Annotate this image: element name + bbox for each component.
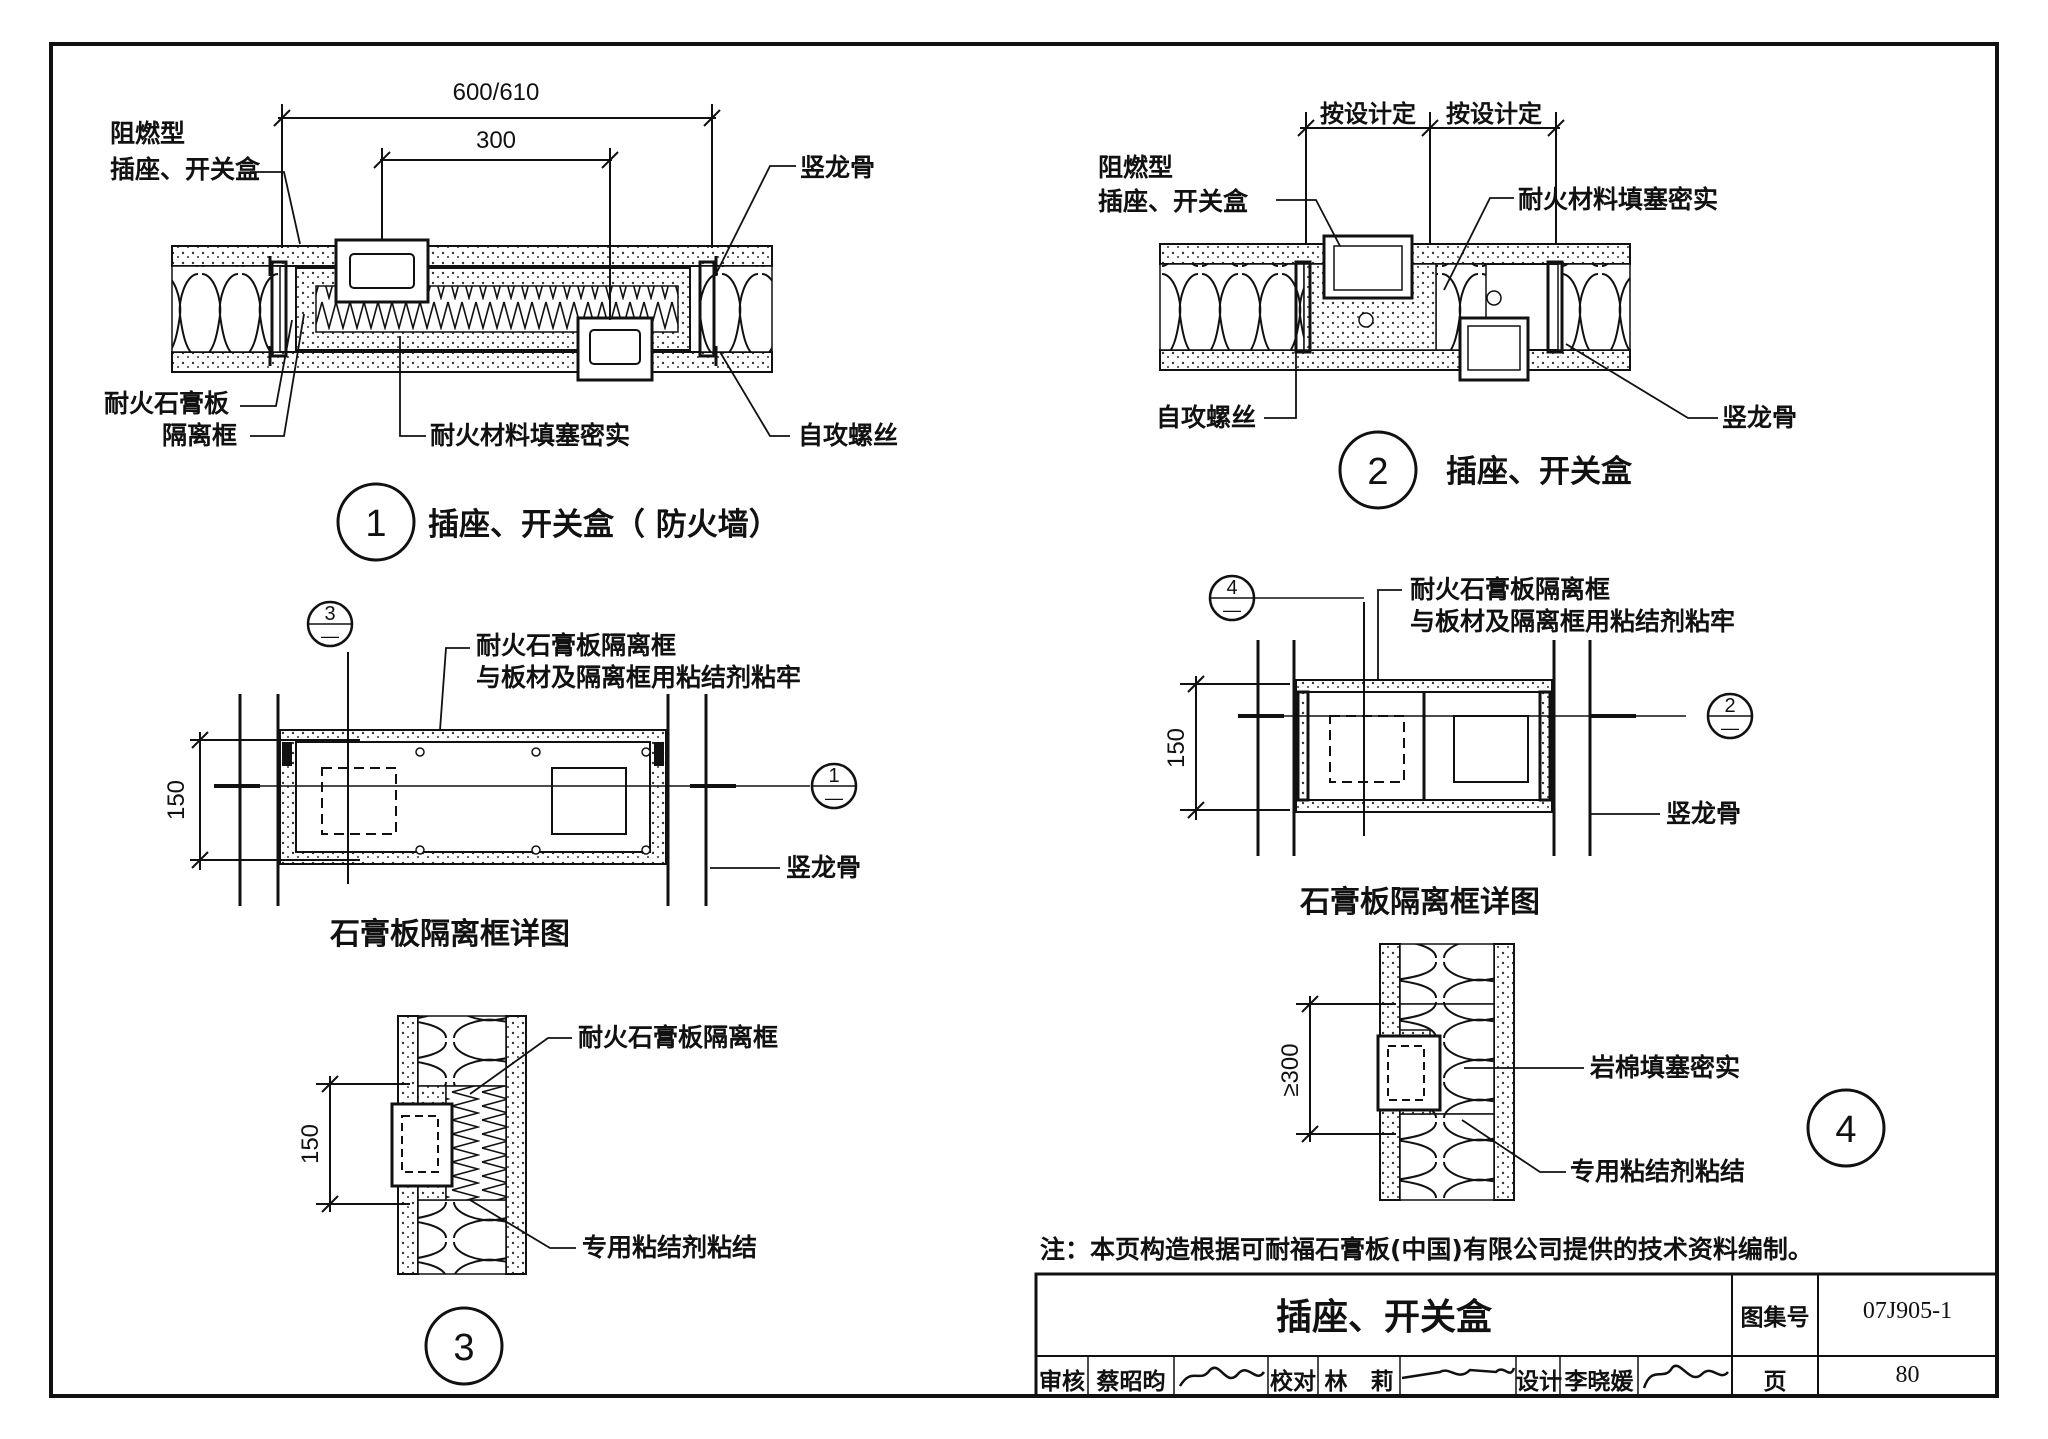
detail-number-1: 1 <box>365 503 386 545</box>
detail-3: 150 耐火石膏板隔离框 专用粘结剂粘结 3 <box>297 1015 778 1386</box>
detail-number-4-circle <box>1806 1088 1886 1168</box>
label-board-1: 耐火石膏板 <box>104 389 229 418</box>
check-label: 校对 <box>1270 1369 1316 1395</box>
detail-number-2-circle <box>1338 430 1418 510</box>
detail-4-label-fill: 岩棉填塞密实 <box>1589 1053 1740 1082</box>
title-block <box>1034 1272 1999 1398</box>
frame-right-label-b: 与板材及隔离框用粘结剂粘牢 <box>1410 607 1735 636</box>
clip-r-left <box>1296 690 1310 802</box>
box-hidden-left <box>321 767 397 835</box>
label-screw-2: 自攻螺丝 <box>1156 403 1256 432</box>
page-number: 80 <box>1895 1362 1920 1388</box>
section-ref-4-sub: — <box>1223 600 1241 620</box>
sheet-border <box>49 42 1999 1398</box>
page-label: 页 <box>1763 1369 1787 1395</box>
label-screw-1: 自攻螺丝 <box>798 421 898 450</box>
label-stud-1: 竖龙骨 <box>800 153 875 182</box>
dim-600: 600/610 <box>453 79 540 106</box>
dim-2-right: 按设计定 <box>1446 100 1542 128</box>
stud-left <box>270 260 288 358</box>
frame-detail-left: 150 3 — 1 — 耐火石膏板隔离框 与板材及隔离框用粘结剂粘牢 竖龙骨 石… <box>163 600 861 952</box>
frame-left-stud: 竖龙骨 <box>786 853 861 882</box>
elev-ref-1: 1 <box>828 765 839 787</box>
elev-ref-2-sub: — <box>1721 718 1739 738</box>
elev-ref-1-sub: — <box>825 788 843 808</box>
detail-3-label-frame: 耐火石膏板隔离框 <box>578 1023 778 1052</box>
detail-number-2: 2 <box>1367 451 1388 493</box>
stud-right <box>698 260 716 358</box>
detail-title-2: 插座、开关盒 <box>1446 454 1633 490</box>
frame-right-dim: 150 <box>1163 728 1190 768</box>
frame-left-dim: 150 <box>163 780 190 820</box>
frame-right-label-a: 耐火石膏板隔离框 <box>1410 575 1610 604</box>
signature-designer <box>1642 1364 1729 1389</box>
fire-fill-3 <box>445 1085 507 1201</box>
atlas-label: 图集号 <box>1740 1305 1810 1331</box>
detail-number-4: 4 <box>1835 1109 1856 1151</box>
insulation-right <box>699 265 773 353</box>
clip-r-right <box>1538 690 1552 802</box>
label-stud-2: 竖龙骨 <box>1722 403 1797 432</box>
frame-right-title: 石膏板隔离框详图 <box>1299 885 1540 920</box>
frame-detail-right: 150 4 — 2 — 耐火石膏板隔离框 与板材及隔离框用粘结剂粘牢 竖龙骨 石… <box>1163 574 1754 920</box>
label-fill-1: 耐火材料填塞密实 <box>430 421 630 450</box>
frame-left-label-a: 耐火石膏板隔离框 <box>476 631 676 660</box>
section-ref-4: 4 <box>1226 577 1237 599</box>
insulation-2-right <box>1557 263 1631 351</box>
insulation-left <box>171 265 281 353</box>
label-box-2b: 插座、开关盒 <box>1098 187 1249 216</box>
switch-box-lower-face <box>589 329 641 365</box>
board-outer-2 <box>171 351 773 373</box>
detail-1: 600/610 300 阻燃型 插座、开关盒 竖龙骨 耐火石膏板 隔离框 耐火材… <box>104 79 898 562</box>
box-visible-left <box>551 767 627 835</box>
detail-2: 按设计定 按设计定 阻燃型 插座、开关盒 耐火材料填塞密实 自攻螺丝 竖龙骨 2… <box>1098 100 1797 510</box>
insulation-2-left <box>1159 263 1305 351</box>
section-ref-3: 3 <box>324 603 335 625</box>
switch-box-2-upper-face <box>1333 245 1403 291</box>
switch-box-upper-face <box>349 253 415 289</box>
design-label: 设计 <box>1516 1369 1562 1395</box>
frame-left-title: 石膏板隔离框详图 <box>329 917 570 952</box>
stud-2-left <box>1294 260 1312 354</box>
signature-reviewer <box>1178 1366 1266 1387</box>
frame-left-label-b: 与板材及隔离框用粘结剂粘牢 <box>476 663 801 692</box>
clip-left <box>282 742 292 766</box>
stud-2-right <box>1546 260 1564 354</box>
detail-4-label-glue: 专用粘结剂粘结 <box>1570 1157 1745 1186</box>
detail-4-dim: ≥300 <box>1277 1043 1304 1096</box>
frame-right-stud: 竖龙骨 <box>1666 799 1741 828</box>
frame-left-inner <box>295 741 651 853</box>
switch-box-2-lower-face <box>1467 325 1521 371</box>
checker-name: 林 莉 <box>1324 1369 1394 1395</box>
clip-right <box>654 742 664 766</box>
elev-ref-2: 2 <box>1724 695 1735 717</box>
signature-checker <box>1401 1367 1516 1380</box>
dim-300: 300 <box>476 127 516 154</box>
page-note: 注：本页构造根据可耐福石膏板(中国)有限公司提供的技术资料编制。 <box>1040 1235 1813 1264</box>
label-fill-2: 耐火材料填塞密实 <box>1518 185 1718 214</box>
label-box-1a: 阻燃型 <box>110 119 185 148</box>
detail-3-label-glue: 专用粘结剂粘结 <box>582 1233 757 1262</box>
section-ref-3-sub: — <box>321 626 339 646</box>
drawing-title: 插座、开关盒 <box>1275 1297 1492 1338</box>
atlas-number: 07J905-1 <box>1862 1298 1953 1324</box>
reviewer-name: 蔡昭昀 <box>1096 1369 1166 1395</box>
designer-name: 李晓媛 <box>1564 1369 1634 1395</box>
label-frame-1: 隔离框 <box>162 421 237 450</box>
detail-4: ≥300 岩棉填塞密实 专用粘结剂粘结 4 <box>1277 943 1886 1201</box>
label-box-1b: 插座、开关盒 <box>110 155 261 184</box>
board-outer-1 <box>171 245 773 267</box>
detail-3-dim: 150 <box>297 1124 324 1164</box>
detail-title-1: 插座、开关盒（ 防火墙） <box>428 507 780 543</box>
review-label: 审核 <box>1039 1369 1085 1395</box>
detail-number-3: 3 <box>453 1327 474 1369</box>
detail-number-3-circle <box>424 1306 504 1386</box>
detail-number-1-circle <box>336 482 416 562</box>
dim-2-left: 按设计定 <box>1320 100 1416 128</box>
label-box-2a: 阻燃型 <box>1098 153 1173 182</box>
